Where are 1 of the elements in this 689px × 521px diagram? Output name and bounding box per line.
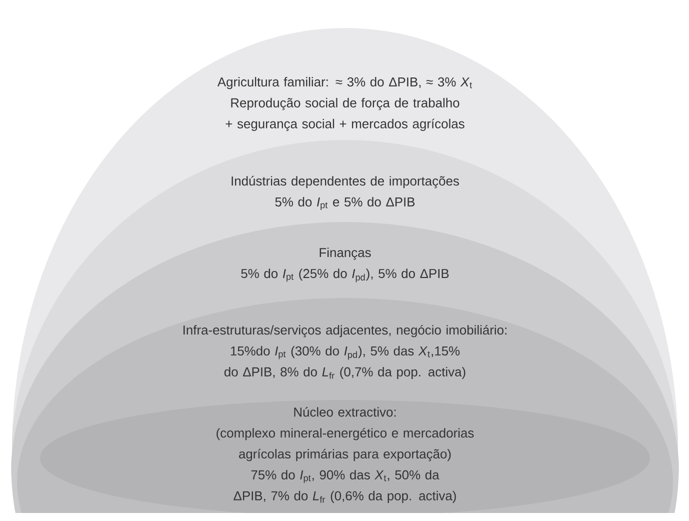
layer-dome: Núcleo extractivo: (complexo mineral-energético e mercadorias agrícolas primárias para exportação) 75% do I$_{pt}$, 90% das X$_{t}$, 50% da ΔPIB, 7% do L$_{fr}$ (0,6% da pop. activa)	[40, 400, 650, 513]
